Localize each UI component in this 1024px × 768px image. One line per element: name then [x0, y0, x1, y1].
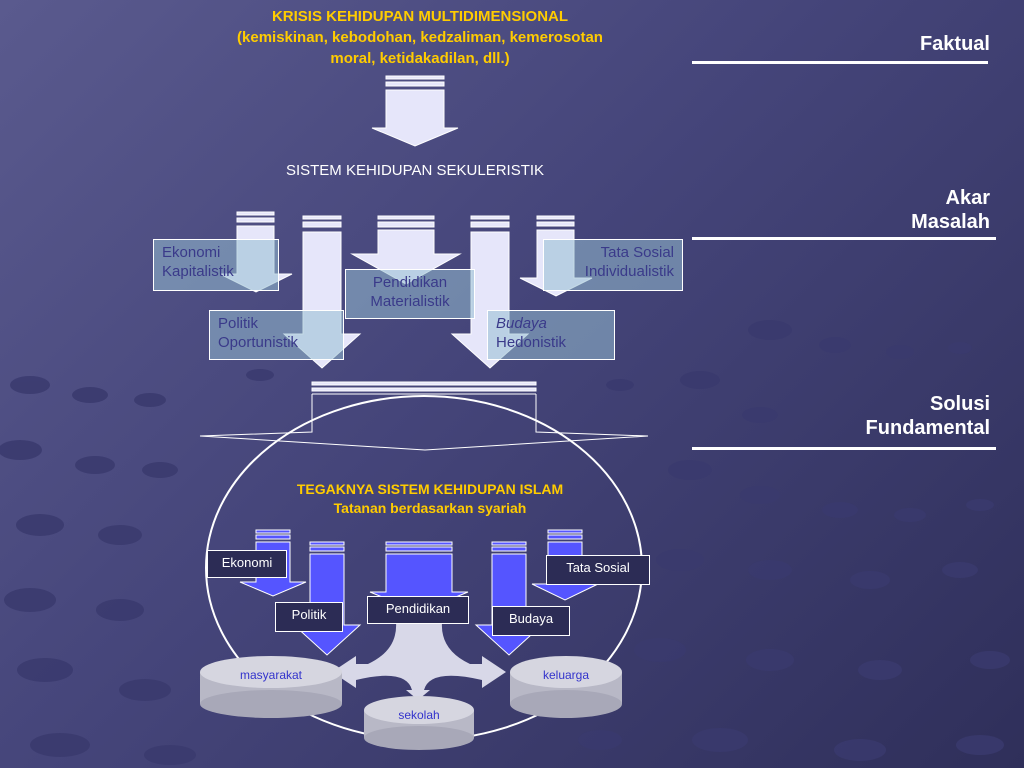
label-root-problem: Akar Masalah: [800, 186, 990, 234]
crisis-line-1: KRISIS KEHIDUPAN MULTIDIMENSIONAL: [271, 8, 569, 25]
islam-box-pendidikan: Pendidikan: [367, 596, 469, 624]
box-budaya-hedonistik: Budaya Hedonistik: [487, 310, 615, 360]
target-keluarga: keluarga: [542, 668, 590, 682]
label-factual: Faktual: [919, 33, 990, 55]
box-ekonomi-line-2: Kapitalistik: [162, 263, 234, 280]
crisis-line-2: (kemiskinan, kebodohan, kedzaliman, keme…: [237, 29, 603, 46]
crisis-title: KRISIS KEHIDUPAN MULTIDIMENSIONAL (kemis…: [190, 6, 650, 69]
box-pendidikan-line-2: Materialistik: [370, 293, 450, 310]
bracket-arrow: [199, 381, 649, 451]
cylinder-masyarakat: [200, 656, 342, 718]
islam-line-1: TEGAKNYA SISTEM KEHIDUPAN ISLAM: [296, 481, 564, 497]
label-root-line-1: Akar: [945, 187, 990, 209]
islam-box-budaya: Budaya: [492, 606, 570, 636]
box-budaya-line-2: Hedonistik: [496, 334, 567, 351]
box-budaya-line-1: Budaya: [496, 315, 547, 332]
box-politik-line-1: Politik: [218, 315, 259, 332]
crisis-line-3: moral, ketidakadilan, dll.): [330, 50, 510, 67]
cylinder-keluarga: [510, 656, 622, 718]
islam-box-ekonomi: Ekonomi: [207, 550, 287, 578]
islam-title: TEGAKNYA SISTEM KEHIDUPAN ISLAM Tatanan …: [230, 480, 630, 518]
cylinder-sekolah: [364, 696, 474, 750]
box-pendidikan-line-1: Pendidikan: [372, 274, 448, 291]
islam-box-politik: Politik: [275, 602, 343, 632]
label-solution-line-2: Fundamental: [865, 417, 990, 439]
box-politik-oportunistik: Politik Oportunistik: [209, 310, 344, 360]
box-tatasosial-line-1: Tata Sosial: [600, 244, 674, 261]
box-pendidikan-materialistik: Pendidikan Materialistik: [345, 269, 475, 319]
label-root-line-2: Masalah: [911, 211, 990, 233]
islam-line-2: Tatanan berdasarkan syariah: [333, 500, 527, 516]
box-tatasosial-individualistik: Tata Sosial Individualistik: [543, 239, 683, 291]
label-solution-line-1: Solusi: [929, 393, 990, 415]
target-masyarakat: masyarakat: [239, 668, 303, 682]
target-sekolah: sekolah: [398, 708, 440, 722]
islam-box-tatasosial: Tata Sosial: [546, 555, 650, 585]
label-solution: Solusi Fundamental: [800, 392, 990, 440]
rule-solution: [692, 447, 996, 450]
box-tatasosial-line-2: Individualistik: [584, 263, 674, 280]
top-down-arrow: [371, 75, 459, 147]
box-ekonomi-kapitalistik: Ekonomi Kapitalistik: [153, 239, 279, 291]
rule-root: [692, 237, 996, 240]
secular-system-title: SISTEM KEHIDUPAN SEKULERISTIK: [285, 162, 545, 179]
rule-factual: [692, 61, 988, 64]
spread-arrows: [332, 622, 506, 700]
box-ekonomi-line-1: Ekonomi: [162, 244, 221, 261]
box-politik-line-2: Oportunistik: [218, 334, 299, 351]
